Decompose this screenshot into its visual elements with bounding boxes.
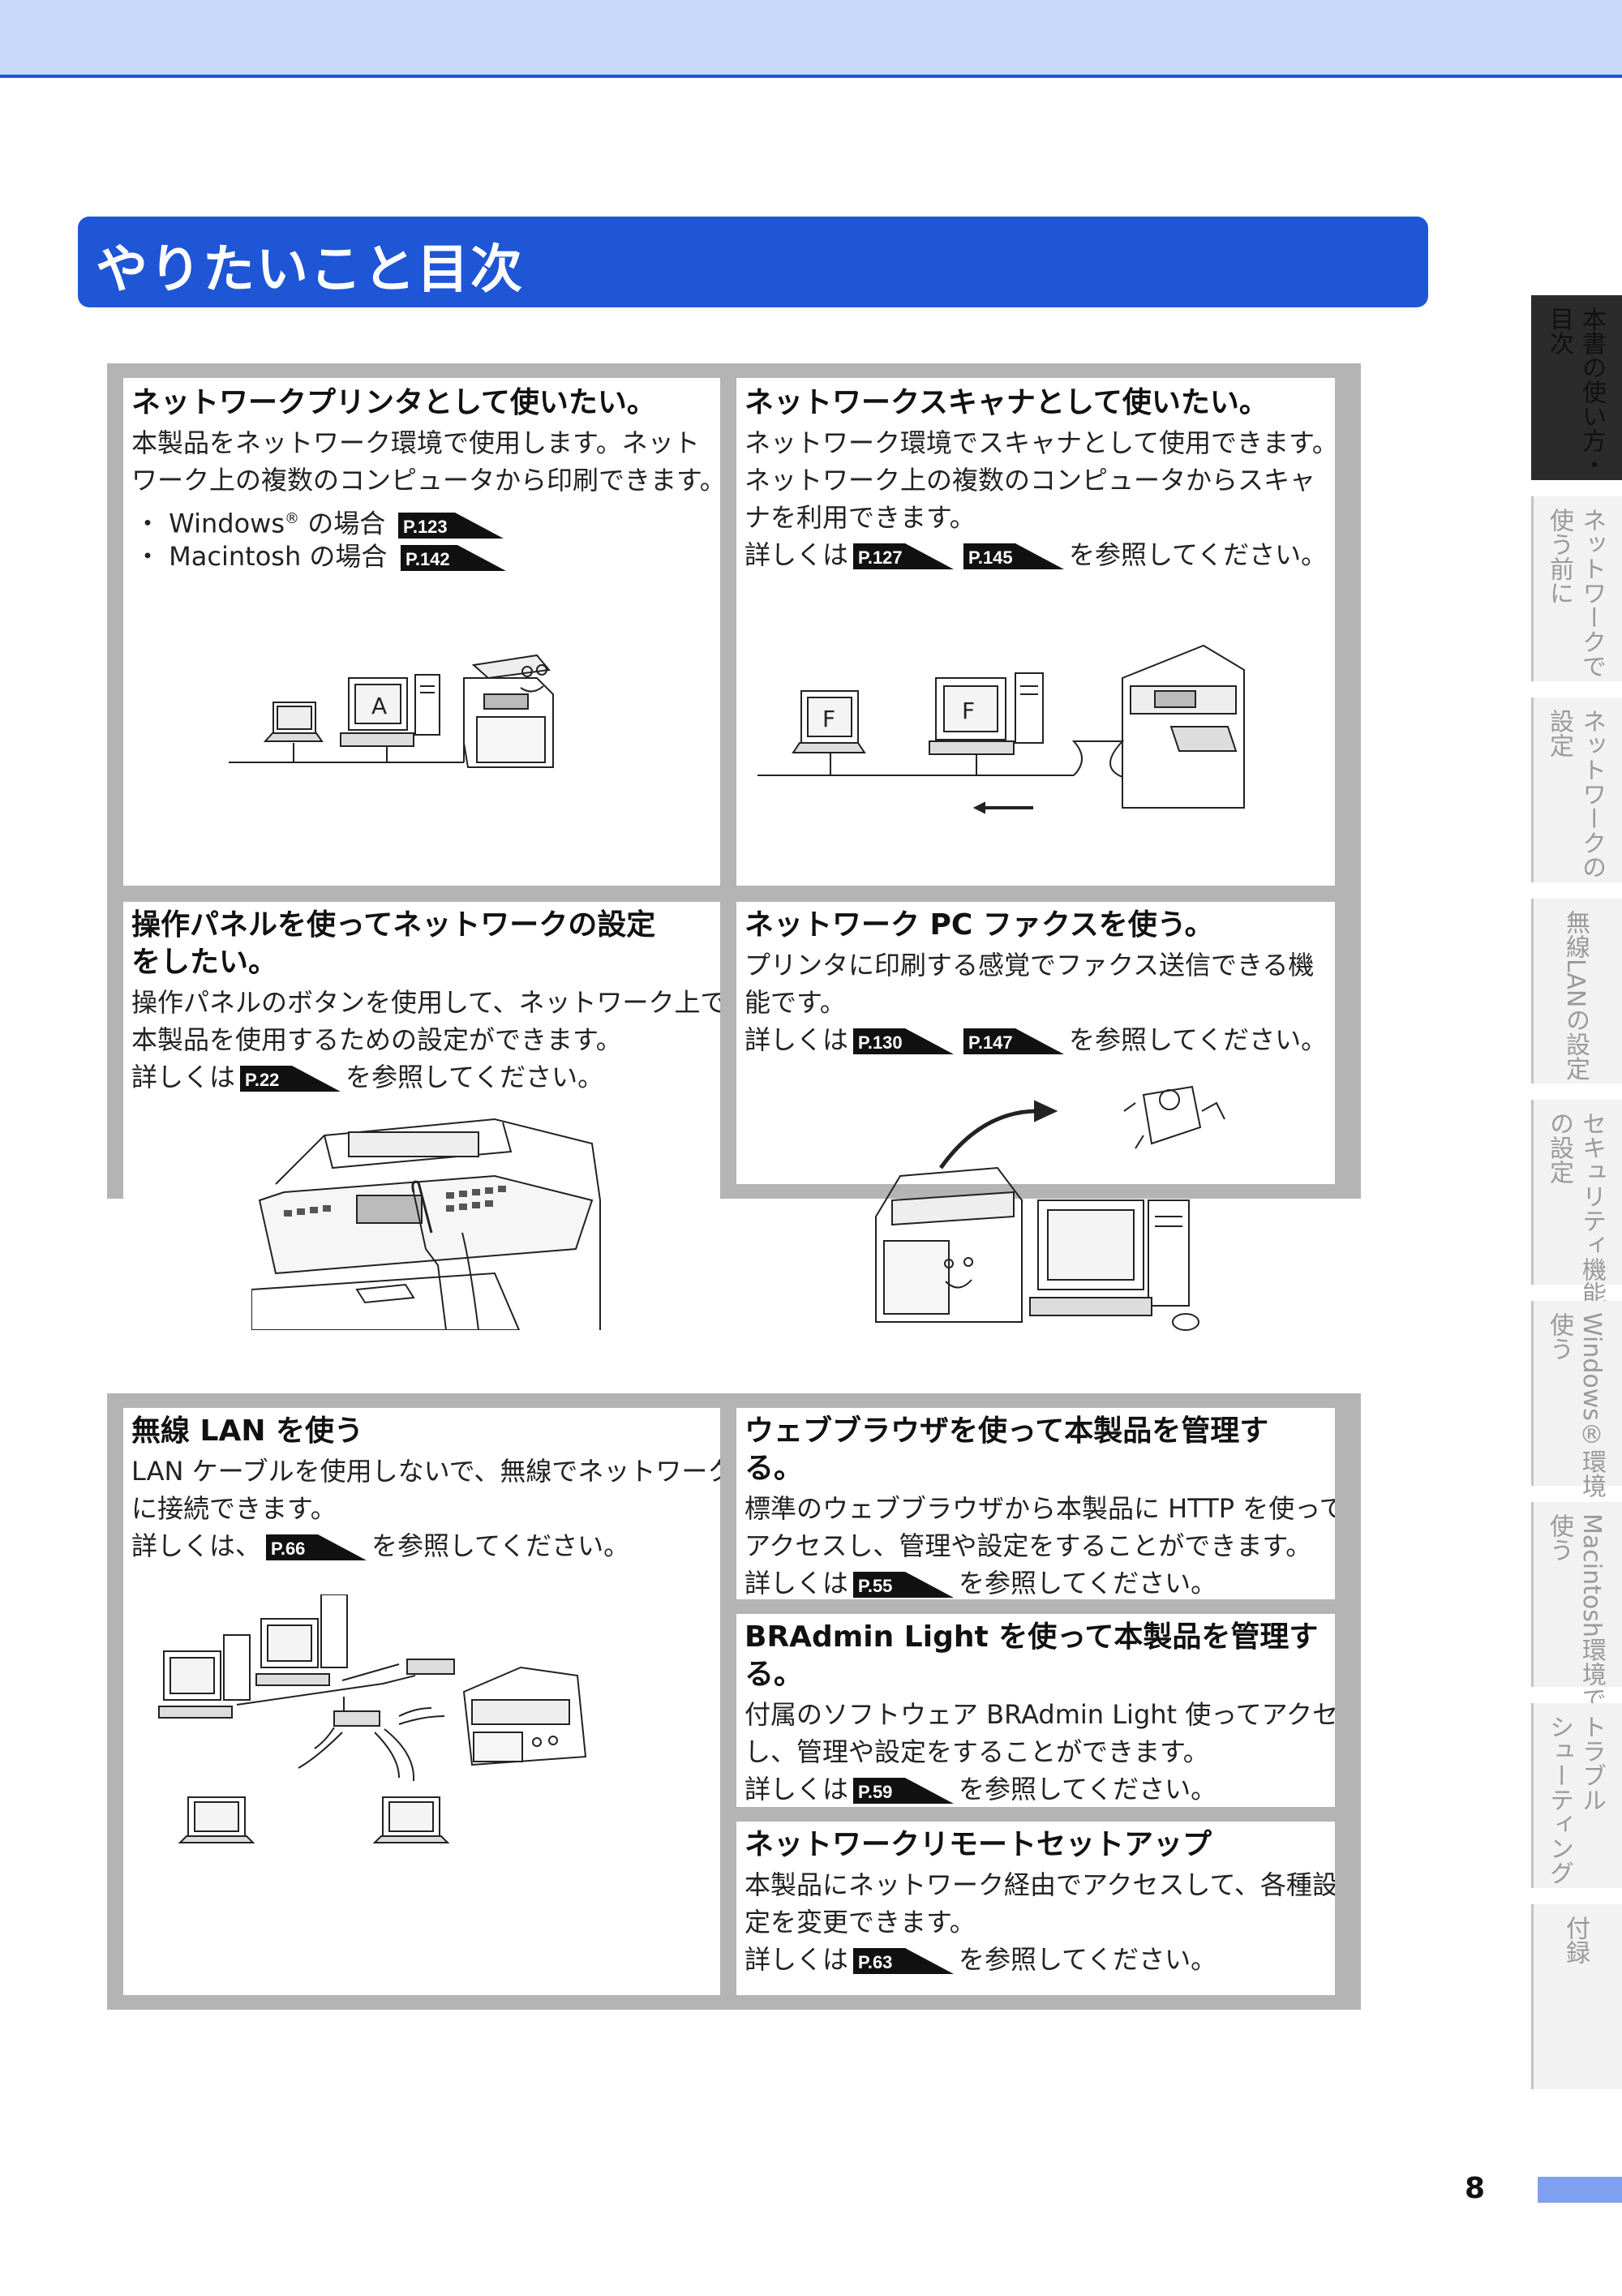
page-title: やりたいこと目次 (96, 240, 524, 300)
side-tab-troubleshooting[interactable]: トラブル シューティング (1531, 1703, 1622, 1888)
control-panel-illustration (251, 1118, 601, 1330)
section-text-line: ネットワーク環境でスキャナとして使用できます。 (744, 427, 1335, 458)
bullet-windows: ・ Windows® の場合 P.123 (135, 501, 508, 542)
section-network-scanner: ネットワークスキャナとして使いたい。 ネットワーク環境でスキャナとして使用できま… (736, 378, 1335, 886)
section-network-printer: ネットワークプリンタとして使いたい。 本製品をネットワーク環境で使用します。ネッ… (123, 378, 720, 886)
svg-text:P.123: P.123 (403, 517, 448, 537)
section-title: ネットワークリモートセットアップ (744, 1828, 1212, 1861)
page-title-bar: やりたいこと目次 (78, 217, 1428, 307)
section-title-cont: をしたい。 (131, 946, 278, 979)
page-ref-link[interactable]: P.59 (853, 1778, 955, 1804)
section-title: ネットワークスキャナとして使いたい。 (744, 386, 1268, 419)
page-ref-link[interactable]: P.145 (963, 543, 1065, 569)
header-band (0, 0, 1622, 78)
section-title: 無線 LAN を使う (131, 1414, 363, 1448)
section-text-line: 標準のウェブブラウザから本製品に HTTP を使って (744, 1493, 1335, 1524)
svg-text:P.66: P.66 (271, 1539, 305, 1559)
page-ref-link[interactable]: P.147 (963, 1028, 1065, 1054)
side-tab-windows[interactable]: Windows®環境で 使う (1531, 1301, 1622, 1522)
section-text-line: 能です。 (744, 987, 846, 1018)
page-ref-link[interactable]: P.142 (400, 545, 506, 571)
wireless-lan-illustration (158, 1594, 587, 1843)
side-tab-before-network[interactable]: ネットワークで 使う前に (1531, 496, 1622, 681)
section-title: BRAdmin Light を使って本製品を管理す (744, 1620, 1319, 1654)
svg-text:P.130: P.130 (858, 1032, 903, 1053)
section-text-line: し、管理や設定をすることができます。 (744, 1736, 1209, 1767)
section-text-line: アクセスし、管理や設定をすることができます。 (744, 1530, 1312, 1561)
section-title-cont: る。 (744, 1452, 804, 1485)
svg-text:P.59: P.59 (858, 1782, 892, 1802)
section-text-line: ネットワーク上の複数のコンピュータからスキャ (744, 465, 1316, 496)
section-web-browser: ウェブブラウザを使って本製品を管理す る。 標準のウェブブラウザから本製品に H… (736, 1408, 1335, 1599)
side-tab-security[interactable]: セキュリティ機能 の設定 (1531, 1100, 1622, 1306)
section-text-line: 本製品を使用するための設定ができます。 (131, 1024, 622, 1055)
svg-text:P.127: P.127 (858, 547, 903, 568)
page-ref-link[interactable]: P.66 (266, 1534, 367, 1560)
page-ref-link[interactable]: P.127 (853, 543, 955, 569)
pc-fax-illustration (875, 1085, 1225, 1331)
section-wireless-lan: 無線 LAN を使う LAN ケーブルを使用しないで、無線でネットワーク に接続… (123, 1408, 720, 1995)
page-number: 8 (1465, 2172, 1486, 2205)
section-title: ウェブブラウザを使って本製品を管理す (744, 1414, 1269, 1448)
section-text-line: ナを利用できます。 (744, 502, 976, 533)
section-text-line: ワーク上の複数のコンピュータから印刷できます。 (131, 465, 720, 496)
section-text-line: LAN ケーブルを使用しないで、無線でネットワーク (131, 1456, 720, 1487)
section-remote-setup: ネットワークリモートセットアップ 本製品にネットワーク経由でアクセスして、各種設… (736, 1822, 1335, 1995)
section-text-line: 本製品にネットワーク経由でアクセスして、各種設 (744, 1869, 1335, 1900)
section-title-cont: る。 (744, 1658, 804, 1691)
page-ref-link[interactable]: P.130 (853, 1028, 955, 1054)
svg-text:P.55: P.55 (858, 1576, 892, 1596)
section-title: 操作パネルを使ってネットワークの設定 (131, 908, 656, 942)
network-printer-illustration: A (229, 654, 554, 768)
page-ref-link[interactable]: P.22 (240, 1066, 341, 1092)
page-ref-link[interactable]: P.123 (398, 512, 504, 539)
svg-text:P.63: P.63 (858, 1952, 892, 1972)
page-number-bar (1538, 2177, 1622, 2203)
section-text-line: 付属のソフトウェア BRAdmin Light 使ってアクセス (744, 1699, 1335, 1730)
section-title: ネットワークプリンタとして使いたい。 (131, 386, 656, 419)
side-tab-appendix[interactable]: 付録 (1531, 1904, 1622, 2089)
svg-text:P.145: P.145 (968, 547, 1013, 568)
section-text-line: に接続できます。 (131, 1493, 337, 1524)
section-bradmin-light: BRAdmin Light を使って本製品を管理す る。 付属のソフトウェア B… (736, 1614, 1335, 1807)
section-pc-fax: ネットワーク PC ファクスを使う。 プリンタに印刷する感覚でファクス送信できる… (736, 902, 1335, 1184)
section-title: ネットワーク PC ファクスを使う。 (744, 908, 1214, 942)
side-tab-intro[interactable]: 本書の使い方・ 目次 (1531, 295, 1622, 480)
svg-text:P.22: P.22 (245, 1070, 279, 1090)
svg-text:F: F (822, 706, 835, 732)
bullet-macintosh: ・ Macintosh の場合 P.142 (135, 539, 511, 574)
page-ref-link[interactable]: P.55 (853, 1572, 955, 1598)
side-tab-network-settings[interactable]: ネットワークの 設定 (1531, 697, 1622, 882)
section-text-line: 本製品をネットワーク環境で使用します。ネット (131, 427, 700, 458)
svg-text:F: F (962, 697, 975, 724)
section-text-line: プリンタに印刷する感覚でファクス送信できる機 (744, 950, 1315, 981)
section-text-line: 定を変更できます。 (744, 1907, 976, 1938)
side-tab-wireless-settings[interactable]: 無線LANの設定 (1531, 899, 1622, 1084)
network-scanner-illustration: F F (757, 644, 1245, 814)
page-ref-link[interactable]: P.63 (853, 1948, 955, 1974)
svg-text:P.142: P.142 (406, 549, 450, 569)
section-grid-lower: 無線 LAN を使う LAN ケーブルを使用しないで、無線でネットワーク に接続… (107, 1393, 1361, 2010)
side-tab-macintosh[interactable]: Macintosh環境で 使う (1531, 1502, 1622, 1710)
section-grid-upper: ネットワークプリンタとして使いたい。 本製品をネットワーク環境で使用します。ネッ… (107, 363, 1361, 1723)
section-text-line: 操作パネルのボタンを使用して、ネットワーク上で (131, 987, 720, 1018)
svg-text:A: A (371, 693, 387, 719)
svg-text:P.147: P.147 (968, 1032, 1013, 1053)
